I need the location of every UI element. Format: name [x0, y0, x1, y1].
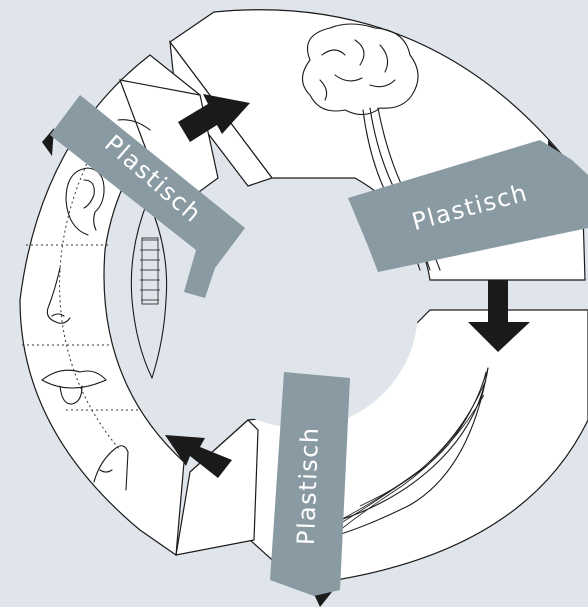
banner-muscle: Plastisch [270, 372, 350, 607]
forearm-icon [131, 200, 166, 378]
banner-muscle-label: Plastisch [292, 426, 324, 546]
